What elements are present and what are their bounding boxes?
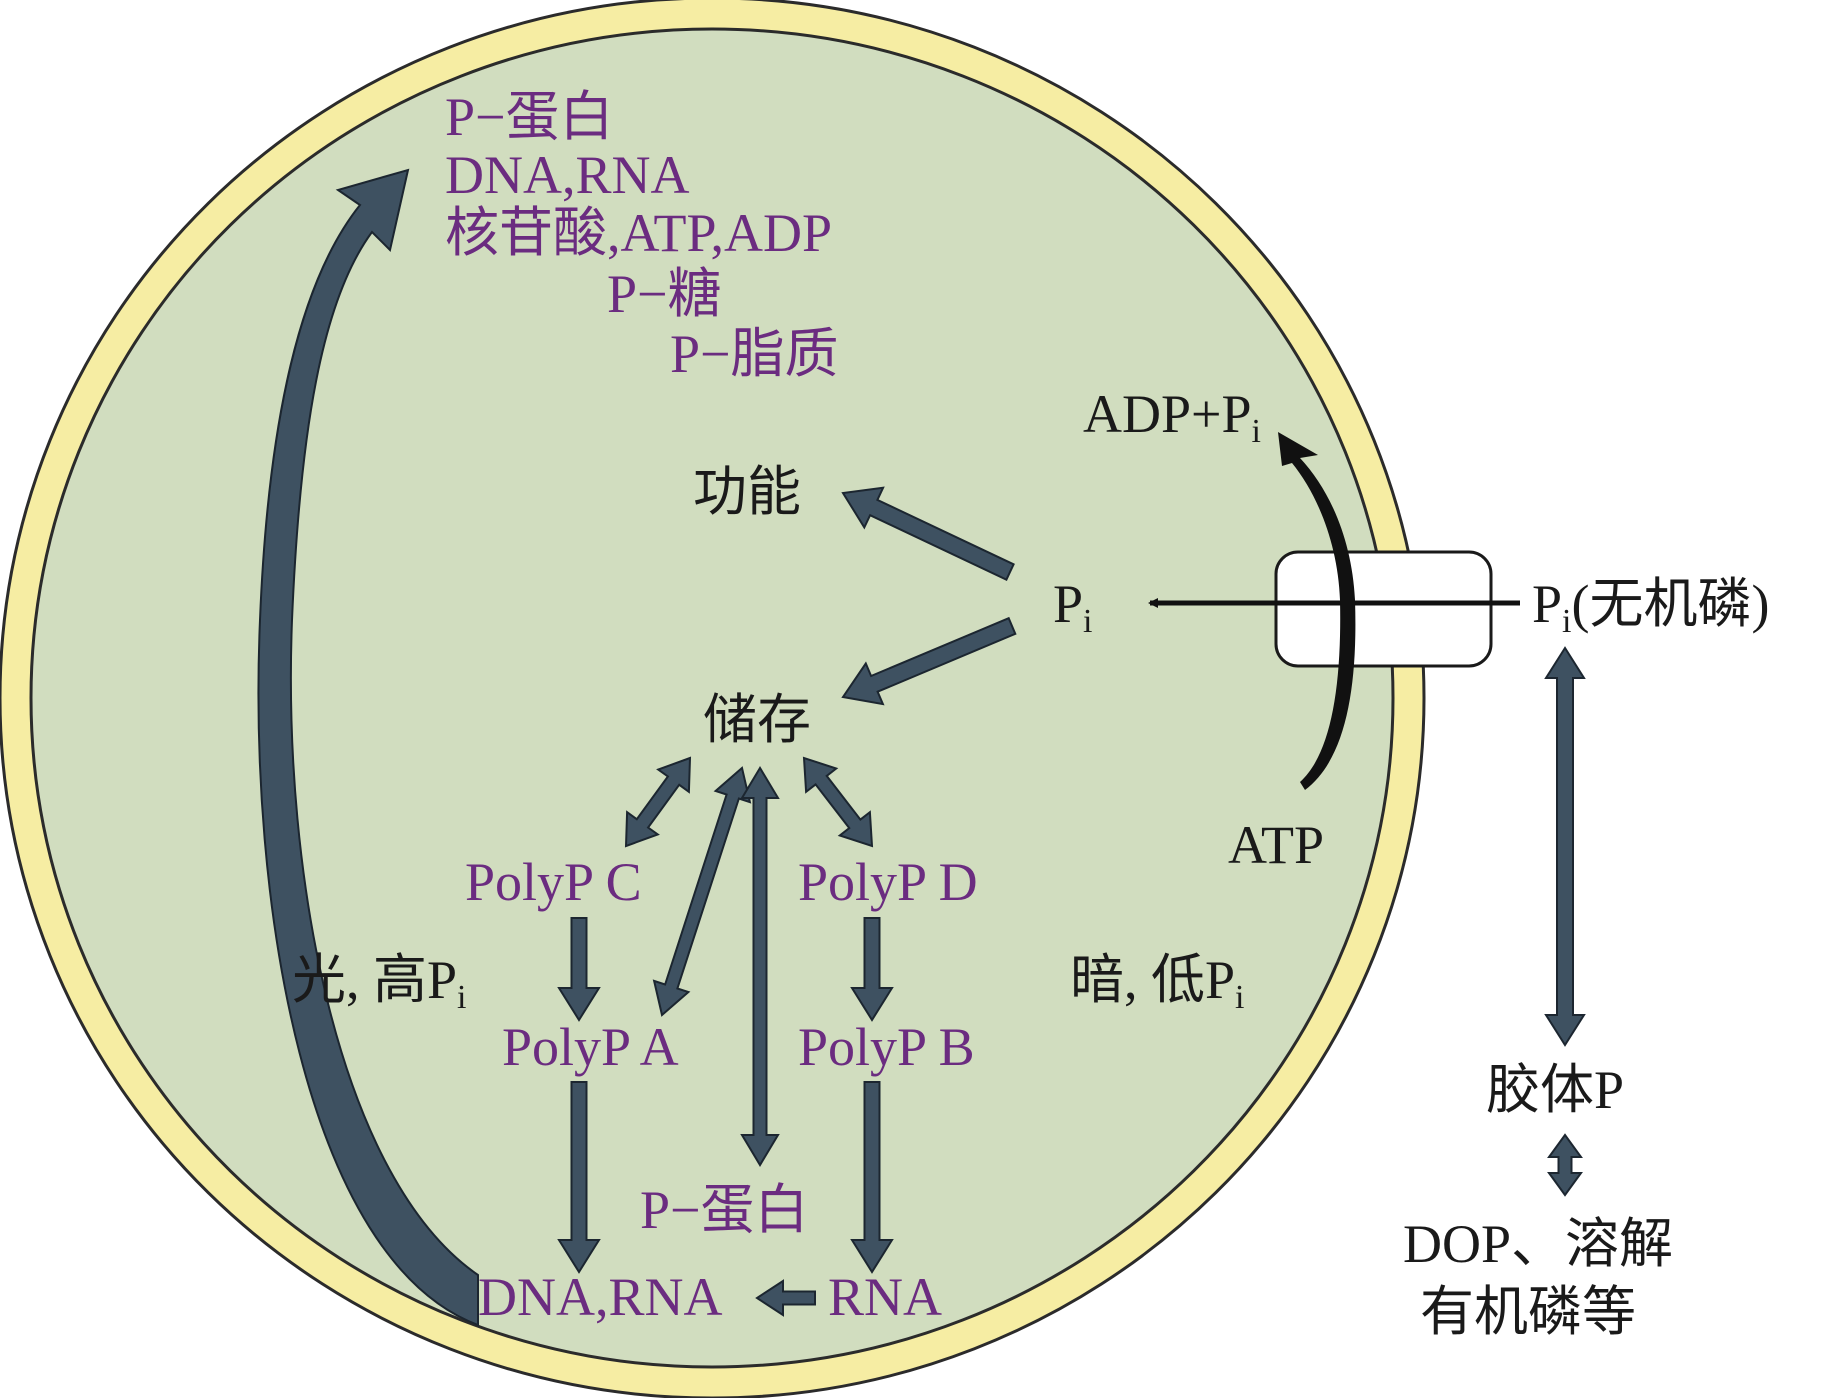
polyp-a-to-dna-rna-arrow [557,1081,601,1274]
function-label: 功能 [693,462,801,522]
pi-to-storage-arrow [841,616,1017,706]
compound-p-lipid: P−脂质 [670,324,839,384]
cell-body [29,27,1395,1369]
pi-intracellular-label: Pi [1053,574,1093,640]
polyp-c-to-a-arrow [557,917,601,1022]
storage-polyp-c-arrow [624,756,692,848]
compound-dna-rna: DNA,RNA [445,145,690,205]
dop-label-line2: 有机磷等 [1420,1282,1636,1342]
polyp-b-label: PolyP B [798,1017,975,1077]
dop-label-line1: DOP、溶解 [1403,1214,1673,1274]
synthesis-curved-arrow [257,168,479,1327]
compound-p-sugar: P−糖 [607,264,722,324]
atp-label: ATP [1228,815,1324,875]
polyp-d-label: PolyP D [798,852,978,912]
polyp-p-protein-label: P−蛋白 [640,1180,809,1240]
compound-p-protein: P−蛋白 [445,87,614,147]
light-high-pi-label: 光, 高Pi [292,950,467,1016]
pi-external-label: Pi(无机磷) [1532,574,1769,640]
compound-nucleotides: 核苷酸,ATP,ADP [445,203,832,263]
polyp-dna-rna-label: DNA,RNA [478,1267,723,1327]
membrane-transporter [1274,550,1493,668]
polyp-rna-label: RNA [828,1267,942,1327]
adp-pi-label: ADP+Pi [1083,384,1261,450]
storage-label: 储存 [703,690,811,750]
flow-arrows [557,486,1586,1317]
storage-p-protein-arrow [740,766,780,1167]
polyp-a-to-storage-arrow [652,766,752,1017]
pi-to-function-arrow [841,486,1015,582]
rna-to-dna-rna-arrow [755,1279,816,1317]
pi-external-colloid-arrow [1544,646,1586,1047]
polyp-d-to-b-arrow [850,917,894,1022]
atp-hydrolysis-arrow [1278,432,1356,790]
colloid-dop-arrow [1547,1133,1583,1197]
polyp-a-label: PolyP A [502,1017,679,1077]
polyp-c-label: PolyP C [465,852,642,912]
dark-low-pi-label: 暗, 低Pi [1070,950,1245,1016]
colloid-p-label: 胶体P [1486,1060,1624,1120]
polyp-b-to-rna-arrow [850,1081,894,1274]
storage-polyp-d-arrow [802,756,874,848]
